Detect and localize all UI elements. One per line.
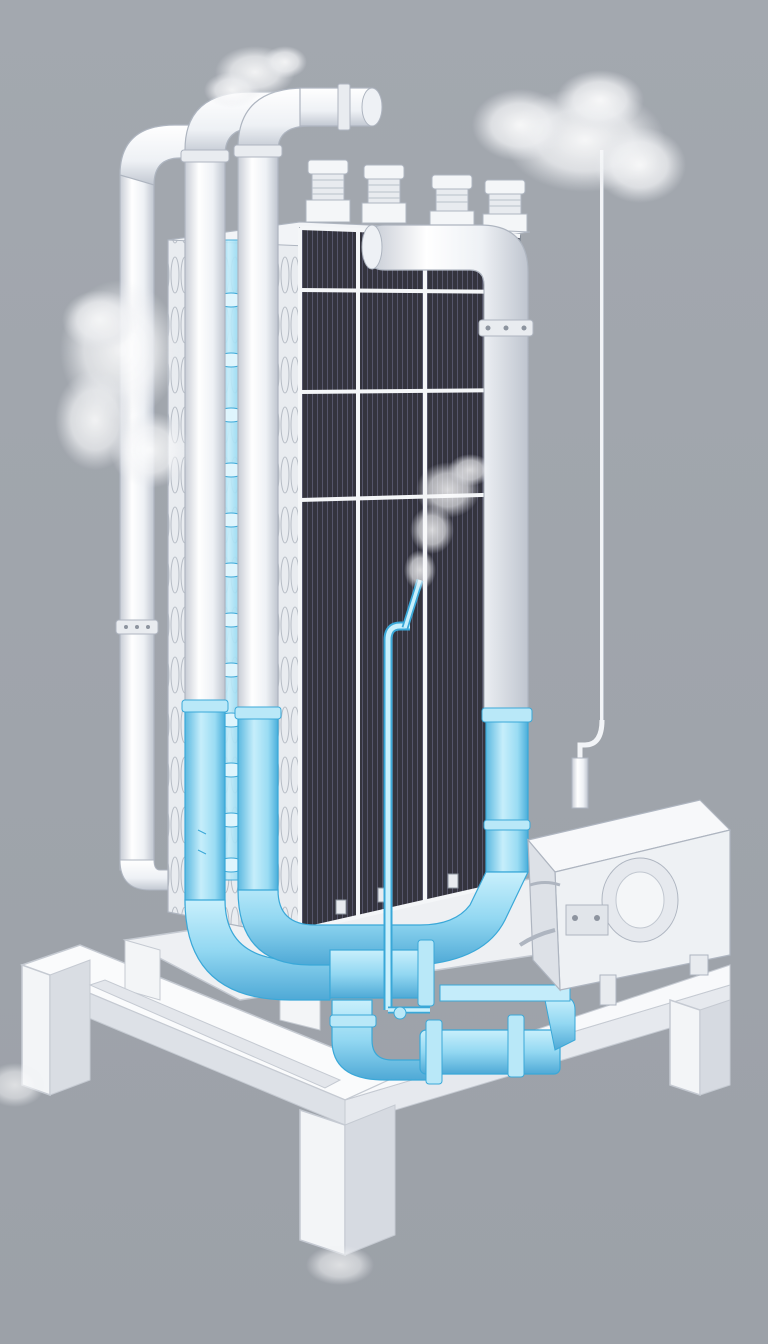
riser-pipe-center (233, 83, 383, 893)
top-cap-2 (361, 164, 407, 224)
steam-plume-center (404, 454, 492, 590)
steam-plumes (0, 46, 686, 1285)
riser-pipe-left (180, 91, 291, 906)
steam-plume-top-left (204, 46, 307, 108)
top-cap-3 (429, 174, 475, 230)
top-fittings (305, 159, 528, 233)
top-cap-4 (482, 179, 528, 233)
pump-housing (518, 799, 732, 1006)
coolant-return-loop (184, 578, 576, 1085)
steam-plume-left (55, 280, 190, 488)
steam-wisp-bottom-left (0, 1063, 45, 1107)
right-supply-pipe (361, 224, 534, 873)
steam-wisp-bottom-center (306, 1245, 374, 1285)
top-cap-1 (305, 159, 351, 223)
vent-line (571, 150, 605, 809)
steam-plume-top-right (472, 70, 686, 203)
